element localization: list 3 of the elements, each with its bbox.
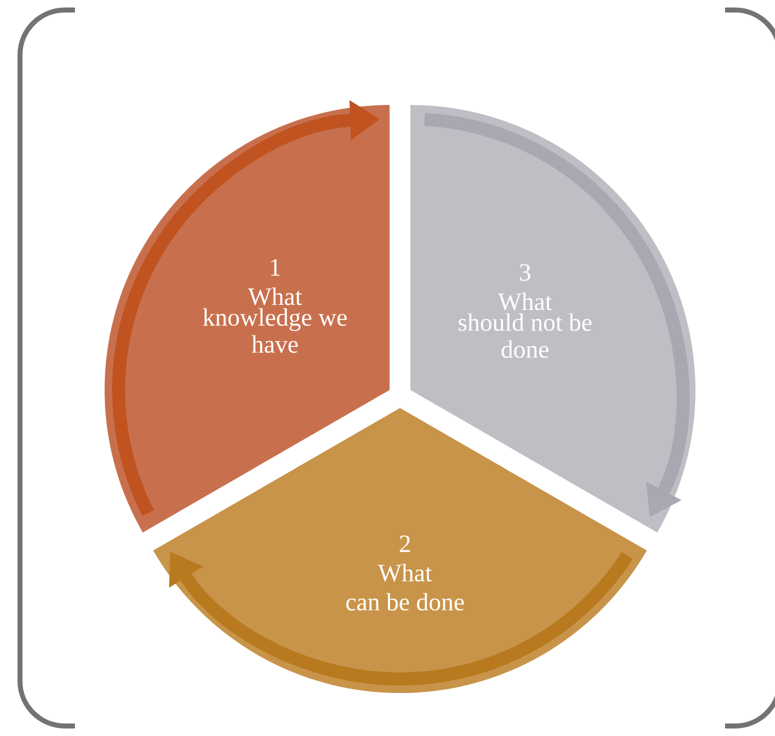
pie-sector: 1 What knowledge we have [104, 105, 390, 532]
pie-sector: 2 What can be done [153, 408, 647, 694]
pie-sector: 3 What should not be done [410, 105, 696, 532]
